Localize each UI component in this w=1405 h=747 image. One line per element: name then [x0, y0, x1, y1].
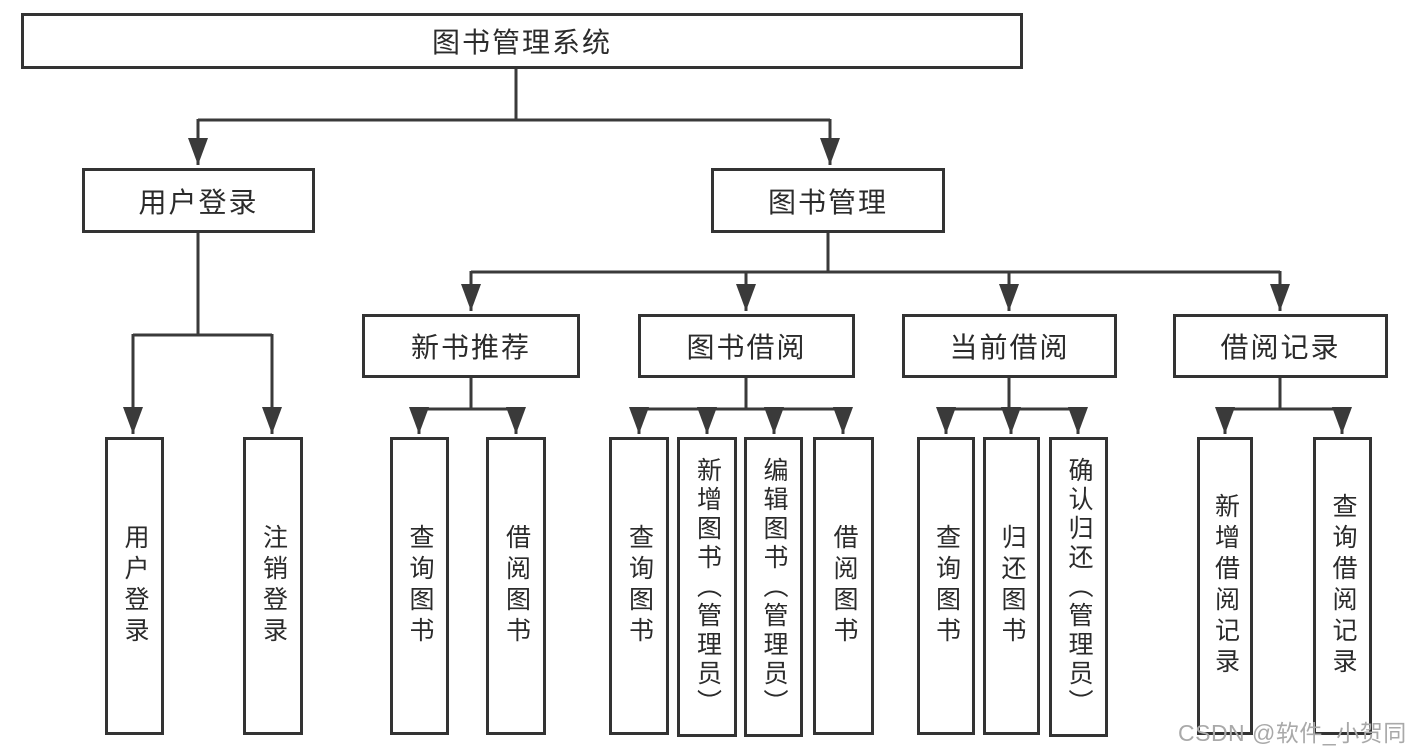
node-book-borrowing-label: 图书借阅	[686, 332, 807, 363]
leaf-logout-label: 注销登录	[259, 524, 288, 648]
leaf-user-login: 用户登录	[105, 437, 164, 735]
node-book-management-label: 图书管理	[767, 186, 888, 218]
node-system-root-label: 图书管理系统	[431, 27, 612, 58]
node-borrowing-records: 借阅记录	[1173, 314, 1388, 378]
leaf-logout: 注销登录	[243, 437, 303, 735]
leaf-borrow-books-2-label: 借阅图书	[830, 524, 858, 648]
leaf-query-books-3: 查询图书	[917, 437, 975, 735]
node-new-book-recommend-label: 新书推荐	[410, 332, 531, 363]
leaf-query-books-2: 查询图书	[609, 437, 669, 735]
leaf-borrow-books-1: 借阅图书	[486, 437, 546, 735]
leaf-query-books-2-label: 查询图书	[625, 524, 654, 648]
leaf-add-books-admin: 新增图书（管理员）	[677, 437, 737, 737]
leaf-edit-books-admin-label: 编辑图书（管理员）	[760, 456, 788, 718]
csdn-watermark: CSDN @软件_小贺同学	[1178, 720, 1405, 746]
leaf-query-books-1: 查询图书	[390, 437, 449, 735]
leaf-confirm-return-admin: 确认归还（管理员）	[1049, 437, 1108, 737]
node-user-login: 用户登录	[82, 168, 315, 233]
leaf-confirm-return-admin-label: 确认归还（管理员）	[1065, 456, 1093, 718]
node-new-book-recommend: 新书推荐	[362, 314, 580, 378]
leaf-query-books-3-label: 查询图书	[932, 524, 961, 648]
leaf-query-borrow-record-label: 查询借阅记录	[1329, 493, 1357, 679]
node-current-borrowing-label: 当前借阅	[949, 332, 1070, 363]
leaf-return-books: 归还图书	[983, 437, 1040, 735]
node-borrowing-records-label: 借阅记录	[1220, 332, 1341, 363]
leaf-borrow-books-1-label: 借阅图书	[502, 524, 531, 648]
node-book-management: 图书管理	[711, 168, 945, 233]
leaf-borrow-books-2: 借阅图书	[813, 437, 874, 735]
node-current-borrowing: 当前借阅	[902, 314, 1117, 378]
leaf-add-borrow-record-label: 新增借阅记录	[1211, 493, 1240, 679]
leaf-edit-books-admin: 编辑图书（管理员）	[744, 437, 803, 737]
leaf-return-books-label: 归还图书	[998, 524, 1026, 648]
node-user-login-label: 用户登录	[138, 186, 259, 218]
leaf-add-borrow-record: 新增借阅记录	[1197, 437, 1253, 735]
leaf-user-login-label: 用户登录	[121, 524, 149, 648]
node-book-borrowing: 图书借阅	[638, 314, 855, 378]
leaf-query-borrow-record: 查询借阅记录	[1313, 437, 1372, 735]
node-system-root: 图书管理系统	[21, 13, 1023, 69]
leaf-query-books-1-label: 查询图书	[406, 524, 434, 648]
leaf-add-books-admin-label: 新增图书（管理员）	[693, 456, 722, 718]
